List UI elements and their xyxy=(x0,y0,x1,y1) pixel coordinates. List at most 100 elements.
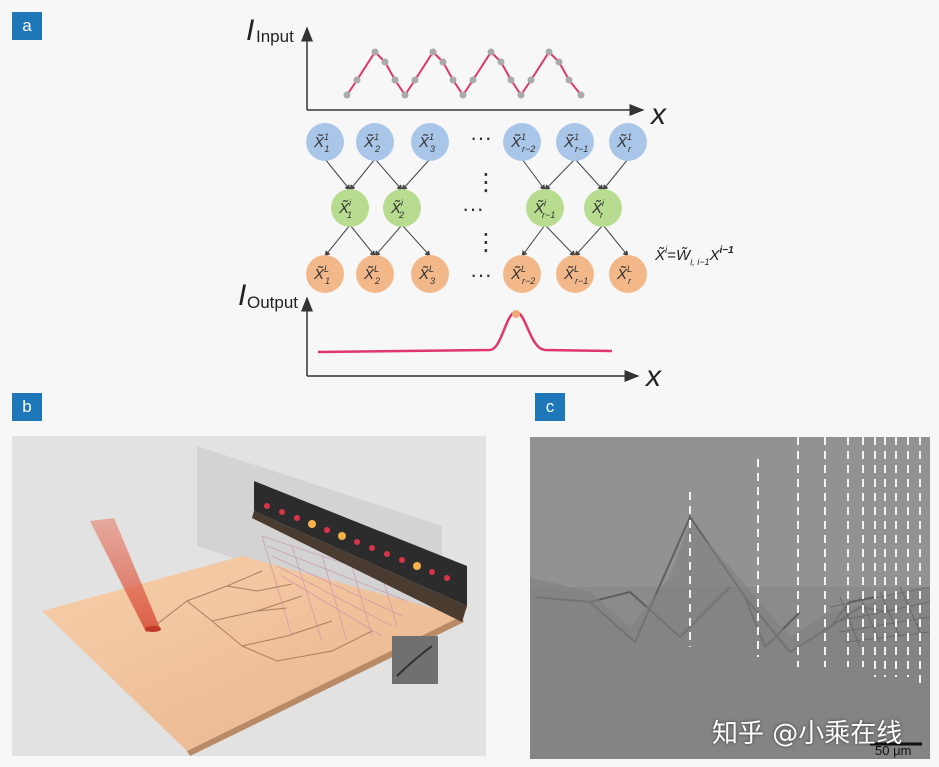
edge xyxy=(401,224,431,257)
input-sample-point xyxy=(555,58,563,66)
node-circle xyxy=(331,189,369,227)
ellipsis-layer-L: ··· xyxy=(470,262,492,287)
edge xyxy=(602,158,629,191)
edge xyxy=(544,158,576,191)
dashed-lines xyxy=(689,437,921,687)
edge xyxy=(324,224,351,257)
node-circle xyxy=(411,255,449,293)
input-sample-point xyxy=(381,58,389,66)
edge xyxy=(574,224,604,257)
input-x-label: x xyxy=(649,98,667,131)
input-sample-point xyxy=(577,91,585,99)
input-sample-point xyxy=(507,76,515,84)
edge xyxy=(544,224,576,257)
input-y-label: I xyxy=(246,14,254,47)
node-circle xyxy=(556,255,594,293)
output-y-subscript: Output xyxy=(247,293,298,312)
micrograph: 50 μm xyxy=(530,437,930,759)
vertical-dots-lower: ⋮ xyxy=(474,229,498,256)
node-circle xyxy=(356,255,394,293)
input-y-subscript: Input xyxy=(256,27,294,46)
scale-bar-label: 50 μm xyxy=(875,743,911,758)
input-sample-point xyxy=(429,48,437,56)
output-peak-marker xyxy=(512,310,520,318)
device-render xyxy=(12,436,486,756)
input-sample-point xyxy=(497,58,505,66)
input-axes: I Input x xyxy=(246,14,667,131)
input-sample-point xyxy=(565,76,573,84)
input-sample-point xyxy=(517,91,525,99)
input-sample-point xyxy=(469,76,477,84)
input-sample-point xyxy=(343,91,351,99)
edge xyxy=(521,224,546,257)
input-sample-point xyxy=(439,58,447,66)
detector-screen xyxy=(254,481,467,606)
input-sample-point xyxy=(487,48,495,56)
node-circle xyxy=(526,189,564,227)
node-circle xyxy=(609,255,647,293)
node-circle xyxy=(503,123,541,161)
edge xyxy=(401,158,431,191)
node-circle xyxy=(383,189,421,227)
edge xyxy=(374,224,403,257)
input-signal xyxy=(343,48,585,99)
input-sample-point xyxy=(449,76,457,84)
input-sample-point xyxy=(401,91,409,99)
edge xyxy=(521,158,546,191)
ellipsis-layer-i: ··· xyxy=(462,196,484,221)
edge xyxy=(602,224,629,257)
output-signal xyxy=(317,310,613,354)
input-sample-point xyxy=(527,76,535,84)
output-y-label: I xyxy=(238,279,246,312)
watermark: 知乎 @小乘在线 xyxy=(712,719,903,749)
svg-text:X̃i=W̃i, i−1Xi−1: X̃i=W̃i, i−1Xi−1 xyxy=(654,245,734,267)
input-sample-point xyxy=(391,76,399,84)
edge xyxy=(574,158,604,191)
node-circle xyxy=(609,123,647,161)
node-circle xyxy=(556,123,594,161)
input-wave xyxy=(346,50,582,97)
node-circle xyxy=(356,123,394,161)
panel-label-b: b xyxy=(12,393,42,421)
laser-beam xyxy=(90,518,160,632)
propagation-equation: X̃i=W̃i, i−1Xi−1 xyxy=(654,245,734,267)
input-sample-point xyxy=(371,48,379,56)
panel-label-c: c xyxy=(535,393,565,421)
edge xyxy=(324,158,351,191)
output-x-label: x xyxy=(644,360,662,390)
edge xyxy=(349,158,376,191)
network-edges xyxy=(324,158,629,257)
edge xyxy=(374,158,403,191)
node-circle xyxy=(503,255,541,293)
input-sample-point xyxy=(459,91,467,99)
